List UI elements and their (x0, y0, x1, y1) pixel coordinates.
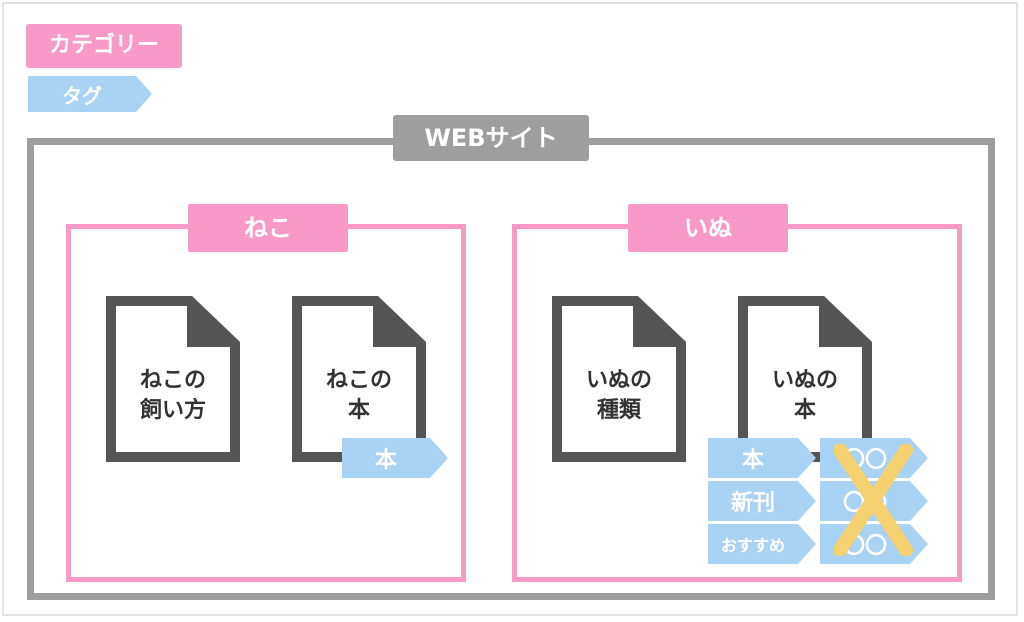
document-page: ねこの 本 (292, 296, 426, 462)
legend-tag-label: タグ (62, 83, 102, 108)
legend-tag: タグ (28, 76, 152, 112)
tag-label: 本 (741, 448, 764, 473)
document-page: いぬの 本 (738, 296, 872, 462)
document-title: いぬの 種類 (585, 368, 652, 423)
document-page: ねこの 飼い方 (106, 296, 240, 462)
document-icon (106, 296, 240, 462)
document-title: ねこの 本 (325, 368, 392, 423)
website-label: WEBサイト (393, 115, 589, 161)
diagram-frame (2, 2, 1018, 616)
tag-label: 本 (374, 448, 397, 473)
tag-label: おすすめ (720, 536, 785, 555)
document-icon (738, 296, 872, 462)
cross-mark-icon (833, 444, 913, 556)
document-title: ねこの 飼い方 (139, 368, 206, 423)
document-title: いぬの 本 (771, 368, 838, 423)
document-icon (292, 296, 426, 462)
category-label-cat: ねこ (188, 204, 348, 252)
tag: 本 (342, 438, 448, 478)
legend-category: カテゴリー (26, 24, 182, 68)
tag-label: 新刊 (730, 491, 775, 516)
document-icon (552, 296, 686, 462)
document-page: いぬの 種類 (552, 296, 686, 462)
tag: 新刊 (708, 481, 816, 521)
category-label-dog: いぬ (628, 204, 788, 252)
tag: 本 (708, 438, 816, 478)
tag: おすすめ (708, 524, 816, 564)
